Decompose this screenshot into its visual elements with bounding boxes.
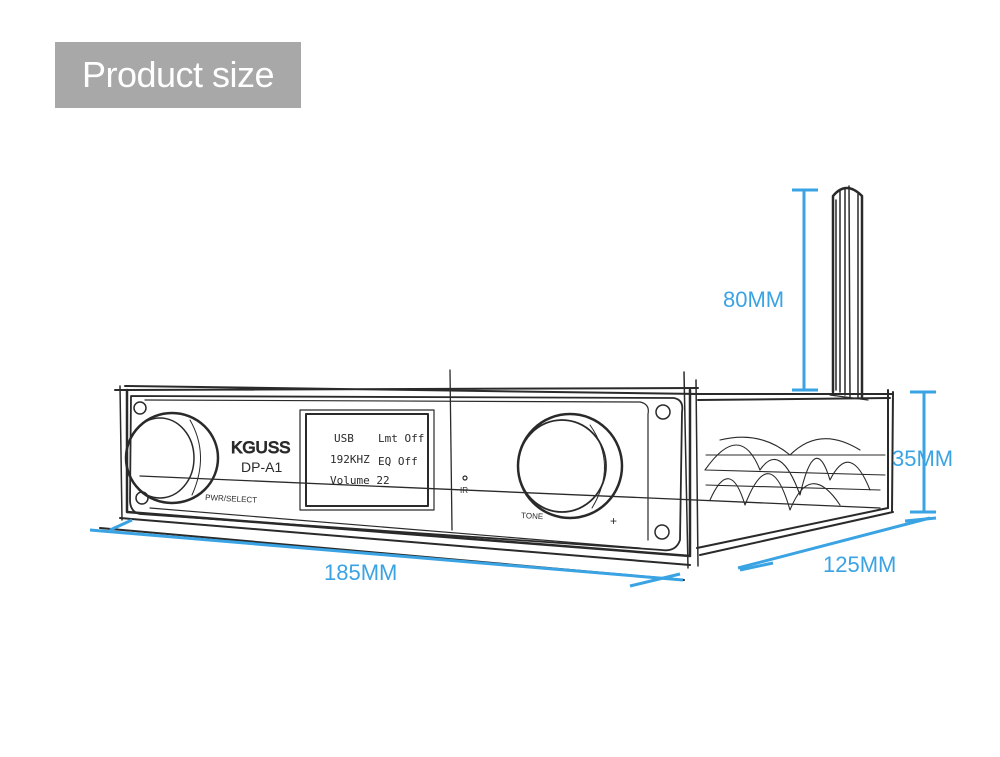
lcd-line1-right: Lmt Off bbox=[378, 432, 424, 445]
dimension-depth-label: 125MM bbox=[823, 552, 896, 577]
dimension-height-label: 35MM bbox=[892, 446, 953, 471]
ir-label: IR bbox=[460, 486, 468, 495]
lcd-line2-right: EQ Off bbox=[378, 455, 418, 468]
model-text: DP-A1 bbox=[241, 459, 282, 475]
lcd-line3: Volume 22 bbox=[330, 474, 390, 487]
lcd-line2-left: 192KHZ bbox=[330, 453, 370, 466]
right-knob-label: TONE bbox=[521, 511, 544, 521]
antenna bbox=[829, 185, 869, 401]
plus-sign: + bbox=[610, 514, 617, 528]
dimension-lines bbox=[89, 188, 937, 588]
lcd-display bbox=[299, 409, 435, 511]
dimension-antenna-label: 80MM bbox=[723, 287, 784, 312]
title-text: Product size bbox=[81, 54, 275, 95]
left-knob bbox=[124, 411, 220, 505]
lcd-line1-left: USB bbox=[334, 432, 354, 445]
right-knob bbox=[516, 412, 624, 520]
device-body bbox=[99, 369, 894, 581]
title-banner: Product size bbox=[55, 42, 301, 108]
brand-text: KGUSS bbox=[231, 438, 291, 457]
ir-sensor-dot bbox=[462, 475, 468, 481]
left-knob-label: PWR/SELECT bbox=[205, 493, 258, 505]
dimension-width-label: 185MM bbox=[324, 560, 397, 585]
